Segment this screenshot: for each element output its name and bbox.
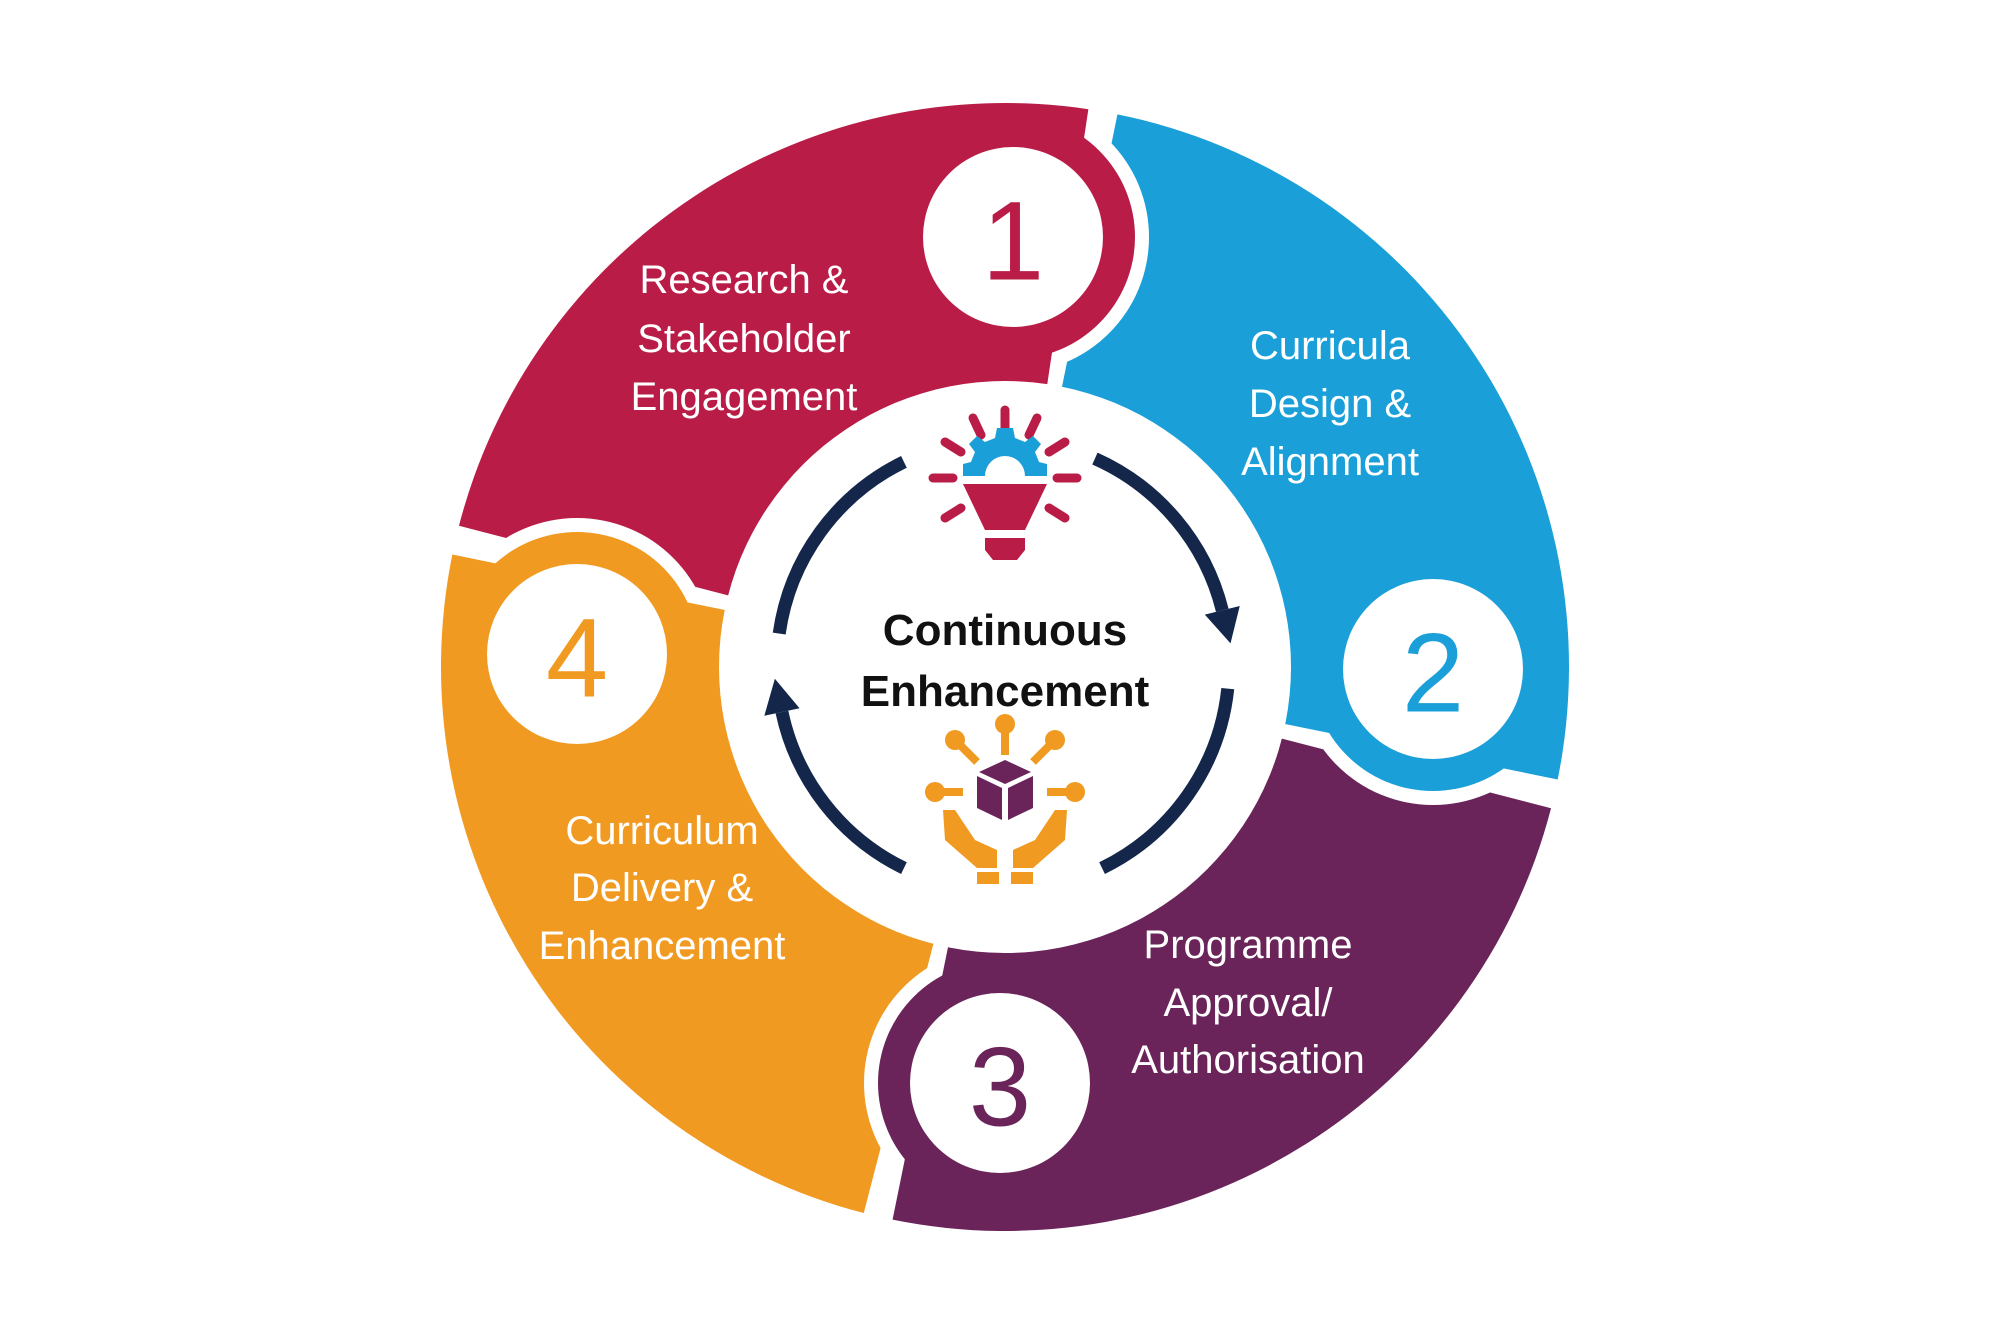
stage-3-line1: Programme	[1144, 923, 1353, 967]
stage-4-line3: Enhancement	[539, 924, 786, 968]
center-disc	[719, 381, 1291, 953]
stage-2-line2: Design &	[1249, 382, 1412, 426]
stage-2-number-badge	[1343, 579, 1523, 759]
arrow-bottom-right	[1099, 687, 1235, 874]
stage-3-line2: Approval/	[1164, 981, 1334, 1025]
arrow-bottom-left	[775, 710, 907, 874]
stage-2-number: 2	[1402, 611, 1464, 736]
stage-3-label: Programme Approval/ Authorisation	[1131, 923, 1364, 1082]
stage-1-number-badge	[923, 147, 1103, 327]
center-title-line2: Enhancement	[861, 667, 1150, 716]
hands-box-network-icon	[925, 714, 1085, 884]
stage-3-number-badge	[910, 993, 1090, 1173]
stage-2-label: Curricula Design & Alignment	[1241, 324, 1419, 484]
arrow-head-left-icon	[764, 678, 800, 716]
stage-4-number: 4	[546, 596, 608, 721]
stage-4-line2: Delivery &	[571, 866, 754, 910]
stage-2-line3: Alignment	[1241, 440, 1419, 484]
cycle-arrows	[764, 452, 1240, 874]
stage-1-line1: Research &	[640, 258, 849, 302]
arrow-head-right-icon	[1204, 605, 1240, 644]
stage-3-line3: Authorisation	[1131, 1038, 1364, 1082]
stage-4-label: Curriculum Delivery & Enhancement	[539, 809, 786, 968]
stage-4-line1: Curriculum	[565, 809, 758, 853]
stage-1-line3: Engagement	[631, 375, 858, 419]
stage-3-number: 3	[969, 1025, 1031, 1150]
stage-1-number: 1	[982, 179, 1044, 304]
arrow-top-left	[772, 456, 907, 635]
stage-4-number-badge	[487, 564, 667, 744]
center-title-line1: Continuous	[883, 606, 1127, 655]
lightbulb-gear-icon	[928, 405, 1082, 560]
stage-1-label: Research & Stakeholder Engagement	[631, 258, 858, 419]
arrow-top-right	[1092, 452, 1229, 612]
stage-1-line2: Stakeholder	[637, 317, 850, 361]
stage-2-line1: Curricula	[1250, 324, 1411, 368]
